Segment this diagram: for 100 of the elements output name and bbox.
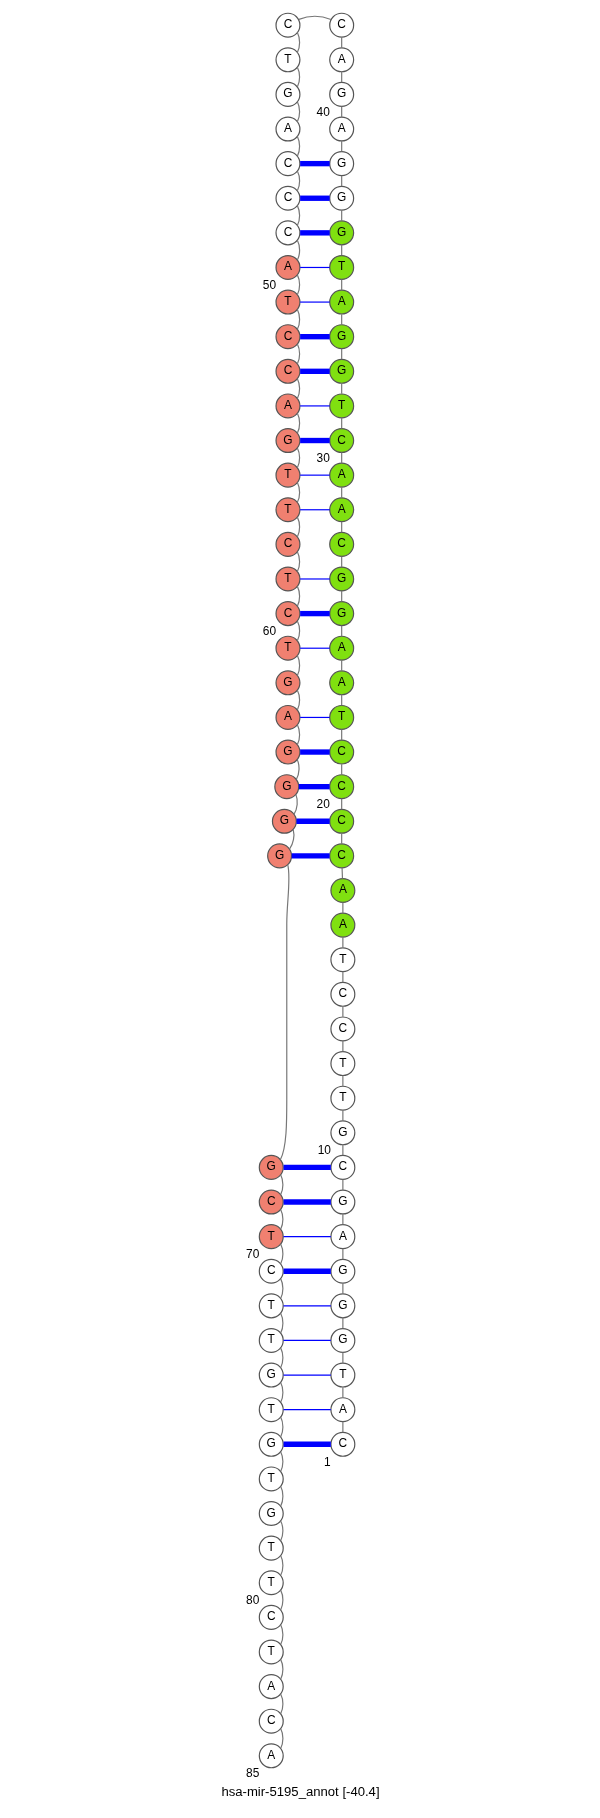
- connector: [340, 486, 342, 499]
- node-circle: G: [274, 428, 300, 454]
- node-circle: C: [258, 1258, 284, 1284]
- connector: [282, 1409, 331, 1411]
- connector: [296, 343, 300, 365]
- node-circle: T: [258, 1224, 284, 1250]
- node-circle: T: [328, 704, 354, 730]
- connector: [296, 724, 300, 746]
- node-circle: C: [329, 1431, 355, 1457]
- node-circle: G: [328, 81, 354, 107]
- node-label: 10: [317, 1143, 331, 1158]
- node-circle: G: [328, 151, 354, 177]
- connector: [279, 1347, 283, 1369]
- node-circle: G: [328, 324, 354, 350]
- node-circle: C: [328, 739, 354, 765]
- connector: [341, 1317, 343, 1329]
- node-circle: A: [258, 1743, 284, 1769]
- node-label: 30: [316, 451, 330, 466]
- connector: [296, 412, 300, 434]
- connector: [340, 382, 342, 395]
- node-circle: A: [329, 912, 355, 938]
- node-circle: G: [258, 1501, 284, 1527]
- node-circle: G: [328, 566, 354, 592]
- connector: [299, 334, 330, 340]
- connector: [279, 1312, 283, 1334]
- node-circle: G: [329, 1258, 355, 1284]
- node-circle: G: [271, 808, 297, 834]
- connector: [340, 555, 342, 568]
- node-circle: T: [258, 1327, 284, 1353]
- connector: [341, 1248, 343, 1260]
- connector: [341, 867, 343, 879]
- node-label: 70: [245, 1247, 259, 1262]
- node-circle: G: [274, 670, 300, 696]
- node-circle: T: [258, 1466, 284, 1492]
- node-circle: G: [329, 1293, 355, 1319]
- connector: [299, 647, 330, 649]
- node-circle: A: [328, 670, 354, 696]
- connector: [299, 474, 330, 476]
- connector: [279, 1416, 283, 1438]
- node-circle: C: [258, 1708, 284, 1734]
- connector: [296, 274, 300, 296]
- connector: [340, 832, 342, 845]
- connector: [279, 1451, 283, 1473]
- connector: [282, 1305, 331, 1307]
- connector: [291, 853, 330, 859]
- connector: [288, 829, 294, 850]
- node-circle: G: [329, 1120, 355, 1146]
- node-circle: T: [274, 566, 300, 592]
- node-label: 60: [262, 624, 276, 639]
- connector: [296, 655, 300, 676]
- connector: [296, 31, 300, 53]
- node-label: 20: [316, 797, 330, 812]
- node-circle: G: [328, 601, 354, 627]
- connector: [299, 160, 330, 167]
- connector: [340, 659, 342, 672]
- node-circle: T: [274, 497, 300, 523]
- connector: [299, 405, 330, 407]
- node-circle: A: [328, 462, 354, 488]
- node-label: 40: [316, 104, 330, 119]
- node-circle: C: [274, 601, 300, 627]
- node-circle: A: [328, 289, 354, 315]
- connector: [296, 135, 300, 157]
- node-circle: G: [258, 1362, 284, 1388]
- node-circle: C: [329, 1154, 355, 1180]
- node-circle: A: [329, 877, 355, 904]
- connector: [279, 1624, 283, 1646]
- connector: [279, 1243, 283, 1265]
- connector: [283, 1164, 331, 1171]
- connector: [296, 585, 300, 607]
- connector: [341, 1178, 343, 1191]
- node-circle: T: [274, 462, 300, 488]
- connector: [296, 101, 300, 123]
- connector: [299, 509, 330, 511]
- node-circle: T: [258, 1293, 284, 1319]
- connector: [341, 1005, 343, 1018]
- connector: [296, 516, 300, 538]
- connector: [279, 1728, 283, 1749]
- node-circle: A: [328, 635, 354, 661]
- connector: [279, 1208, 283, 1230]
- connector: [299, 301, 330, 303]
- connector: [340, 209, 342, 222]
- connector: [282, 1374, 331, 1376]
- node-circle: C: [258, 1604, 284, 1630]
- node-circle: C: [274, 531, 300, 557]
- node-circle: C: [274, 12, 300, 38]
- node-circle: G: [258, 1154, 284, 1180]
- connector: [296, 620, 300, 642]
- node-label: 80: [245, 1593, 259, 1608]
- node-circle: T: [258, 1639, 284, 1665]
- connector: [282, 1339, 331, 1342]
- node-circle: C: [274, 324, 300, 350]
- node-circle: G: [258, 1431, 284, 1457]
- connector: [282, 1236, 331, 1238]
- node-circle: T: [329, 1362, 355, 1388]
- node-circle: C: [328, 428, 354, 454]
- node-circle: A: [274, 116, 300, 142]
- node-circle: T: [329, 947, 355, 973]
- connector: [299, 195, 330, 201]
- node-circle: C: [328, 808, 354, 834]
- node-circle: T: [329, 1051, 355, 1077]
